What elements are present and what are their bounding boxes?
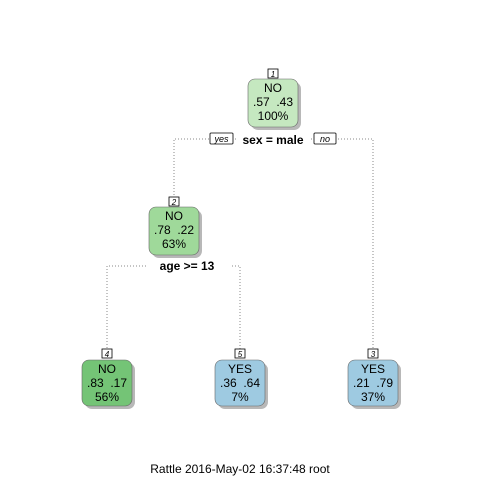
node-2-probs: .78 .22 (154, 223, 194, 237)
node-5-id: 5 (238, 350, 243, 359)
node-5-probs: .36 .64 (220, 376, 260, 390)
tree-node-1: 1 NO .57 .43 100% (247, 68, 301, 130)
node-3-pct: 37% (361, 390, 385, 404)
edge-1-3 (311, 138, 374, 349)
node-5-pct: 7% (231, 390, 249, 404)
node-4-class: NO (98, 362, 116, 376)
edge-2-4 (106, 265, 146, 349)
branch-label-yes: yes (209, 132, 234, 145)
edge-2-5 (232, 265, 241, 349)
node-4-pct: 56% (95, 390, 119, 404)
node-1-class: NO (264, 81, 282, 95)
node-2-class: NO (165, 209, 183, 223)
tree-node-5: 5 YES .36 .64 7% (214, 348, 268, 409)
node-2-id: 2 (171, 198, 177, 207)
node-3-class: YES (361, 362, 385, 376)
node-2-pct: 63% (162, 237, 186, 251)
tree-node-4: 4 NO .83 .17 56% (81, 348, 135, 409)
node-1-probs: .57 .43 (253, 95, 293, 109)
node-3-probs: .21 .79 (353, 376, 393, 390)
node-4-probs: .83 .17 (87, 376, 127, 390)
node-4-id: 4 (105, 350, 110, 359)
branch-label-yes-text: yes (213, 134, 229, 144)
branch-label-no-text: no (320, 134, 330, 144)
edges (106, 138, 374, 349)
node-5-class: YES (228, 362, 252, 376)
tree-node-2: 2 NO .78 .22 63% (148, 196, 202, 258)
node-1-id: 1 (271, 70, 275, 79)
node-2-box (148, 206, 200, 256)
node-3-box (347, 359, 399, 407)
branch-label-no: no (313, 132, 337, 145)
node-5-box (214, 359, 266, 407)
footer-caption: Rattle 2016-May-02 16:37:48 root (150, 462, 330, 476)
split-rule-1: sex = male (242, 133, 303, 147)
tree-node-3: 3 YES .21 .79 37% (347, 348, 401, 409)
node-4-box (81, 359, 133, 407)
split-rule-2: age >= 13 (160, 259, 215, 273)
edge-1-2 (173, 138, 236, 198)
node-3-id: 3 (371, 350, 376, 359)
node-1-box (247, 78, 299, 128)
node-1-pct: 100% (258, 109, 289, 123)
